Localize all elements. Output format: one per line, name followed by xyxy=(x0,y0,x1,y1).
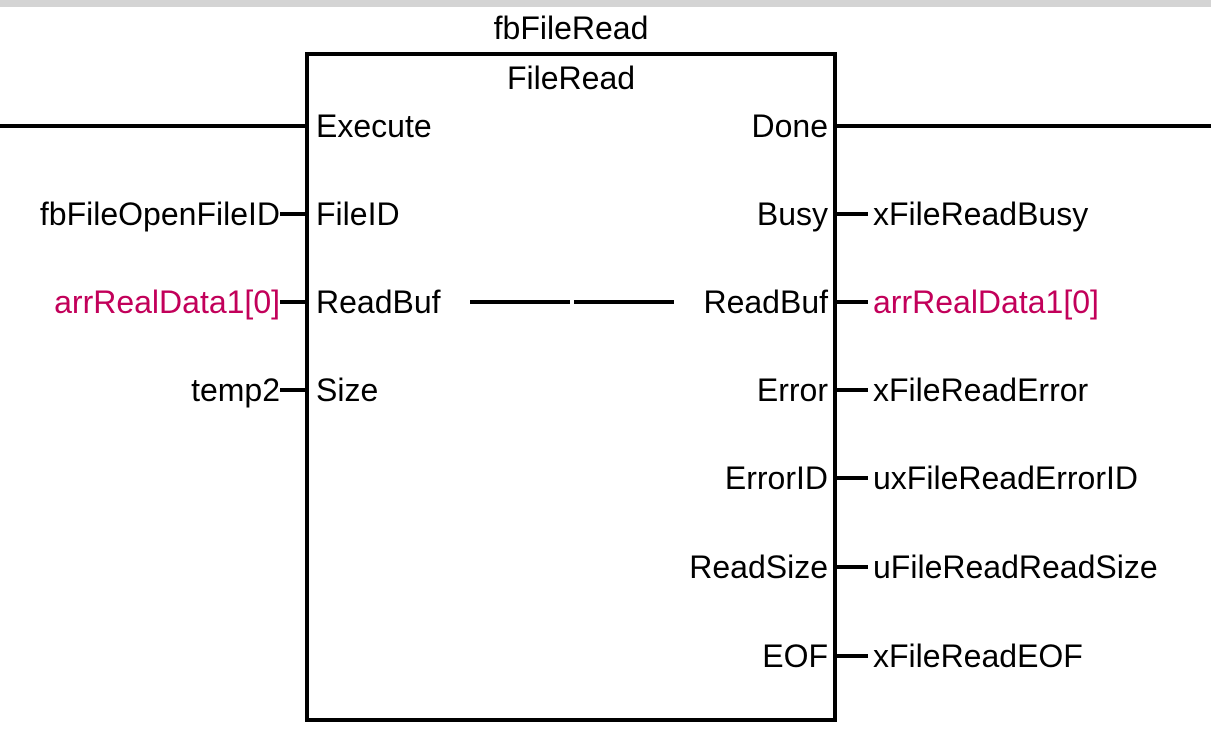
input-pin-readbuf: ReadBuf xyxy=(316,284,441,320)
output-pin-eof: EOF xyxy=(762,638,828,674)
output-wire-eof[interactable] xyxy=(835,654,868,658)
input-wire-fileid[interactable] xyxy=(280,212,307,216)
output-wire-readbuf[interactable] xyxy=(835,300,868,304)
input-variable-readbuf[interactable]: arrRealData1[0] xyxy=(54,284,280,320)
input-pin-size: Size xyxy=(316,372,379,408)
input-pin-execute: Execute xyxy=(316,108,432,144)
output-pin-error: Error xyxy=(756,372,828,408)
input-variable-fileid[interactable]: fbFileOpenFileID xyxy=(39,196,280,232)
output-pin-done: Done xyxy=(751,108,829,144)
instance-name-label: fbFileRead xyxy=(493,10,649,46)
top-gray-strip xyxy=(0,0,1211,7)
output-variable-busy[interactable]: xFileReadBusy xyxy=(873,196,1089,232)
output-variable-errorid[interactable]: uxFileReadErrorID xyxy=(873,460,1138,496)
output-variable-readsize[interactable]: uFileReadReadSize xyxy=(873,549,1158,585)
output-pin-readbuf: ReadBuf xyxy=(703,284,828,320)
readbuf-passthrough-segment-right xyxy=(574,300,674,304)
function-block-type-label: FileRead xyxy=(506,60,636,96)
output-wire-errorid[interactable] xyxy=(835,476,868,480)
input-wire-readbuf[interactable] xyxy=(280,300,307,304)
output-pin-busy: Busy xyxy=(756,196,828,232)
output-variable-readbuf[interactable]: arrRealData1[0] xyxy=(873,284,1099,320)
output-pin-errorid: ErrorID xyxy=(724,460,828,496)
output-variable-eof[interactable]: xFileReadEOF xyxy=(873,638,1083,674)
input-variable-size[interactable]: temp2 xyxy=(191,372,280,408)
input-wire-size[interactable] xyxy=(280,388,307,392)
output-wire-readsize[interactable] xyxy=(835,565,868,569)
output-wire-busy[interactable] xyxy=(835,212,868,216)
input-wire-execute[interactable] xyxy=(0,124,307,128)
output-variable-error[interactable]: xFileReadError xyxy=(873,372,1089,408)
readbuf-passthrough-segment-left xyxy=(470,300,570,304)
output-wire-done[interactable] xyxy=(835,124,1211,128)
output-wire-error[interactable] xyxy=(835,388,868,392)
function-block-body[interactable] xyxy=(305,52,837,722)
input-pin-fileid: FileID xyxy=(316,196,400,232)
output-pin-readsize: ReadSize xyxy=(689,549,828,585)
